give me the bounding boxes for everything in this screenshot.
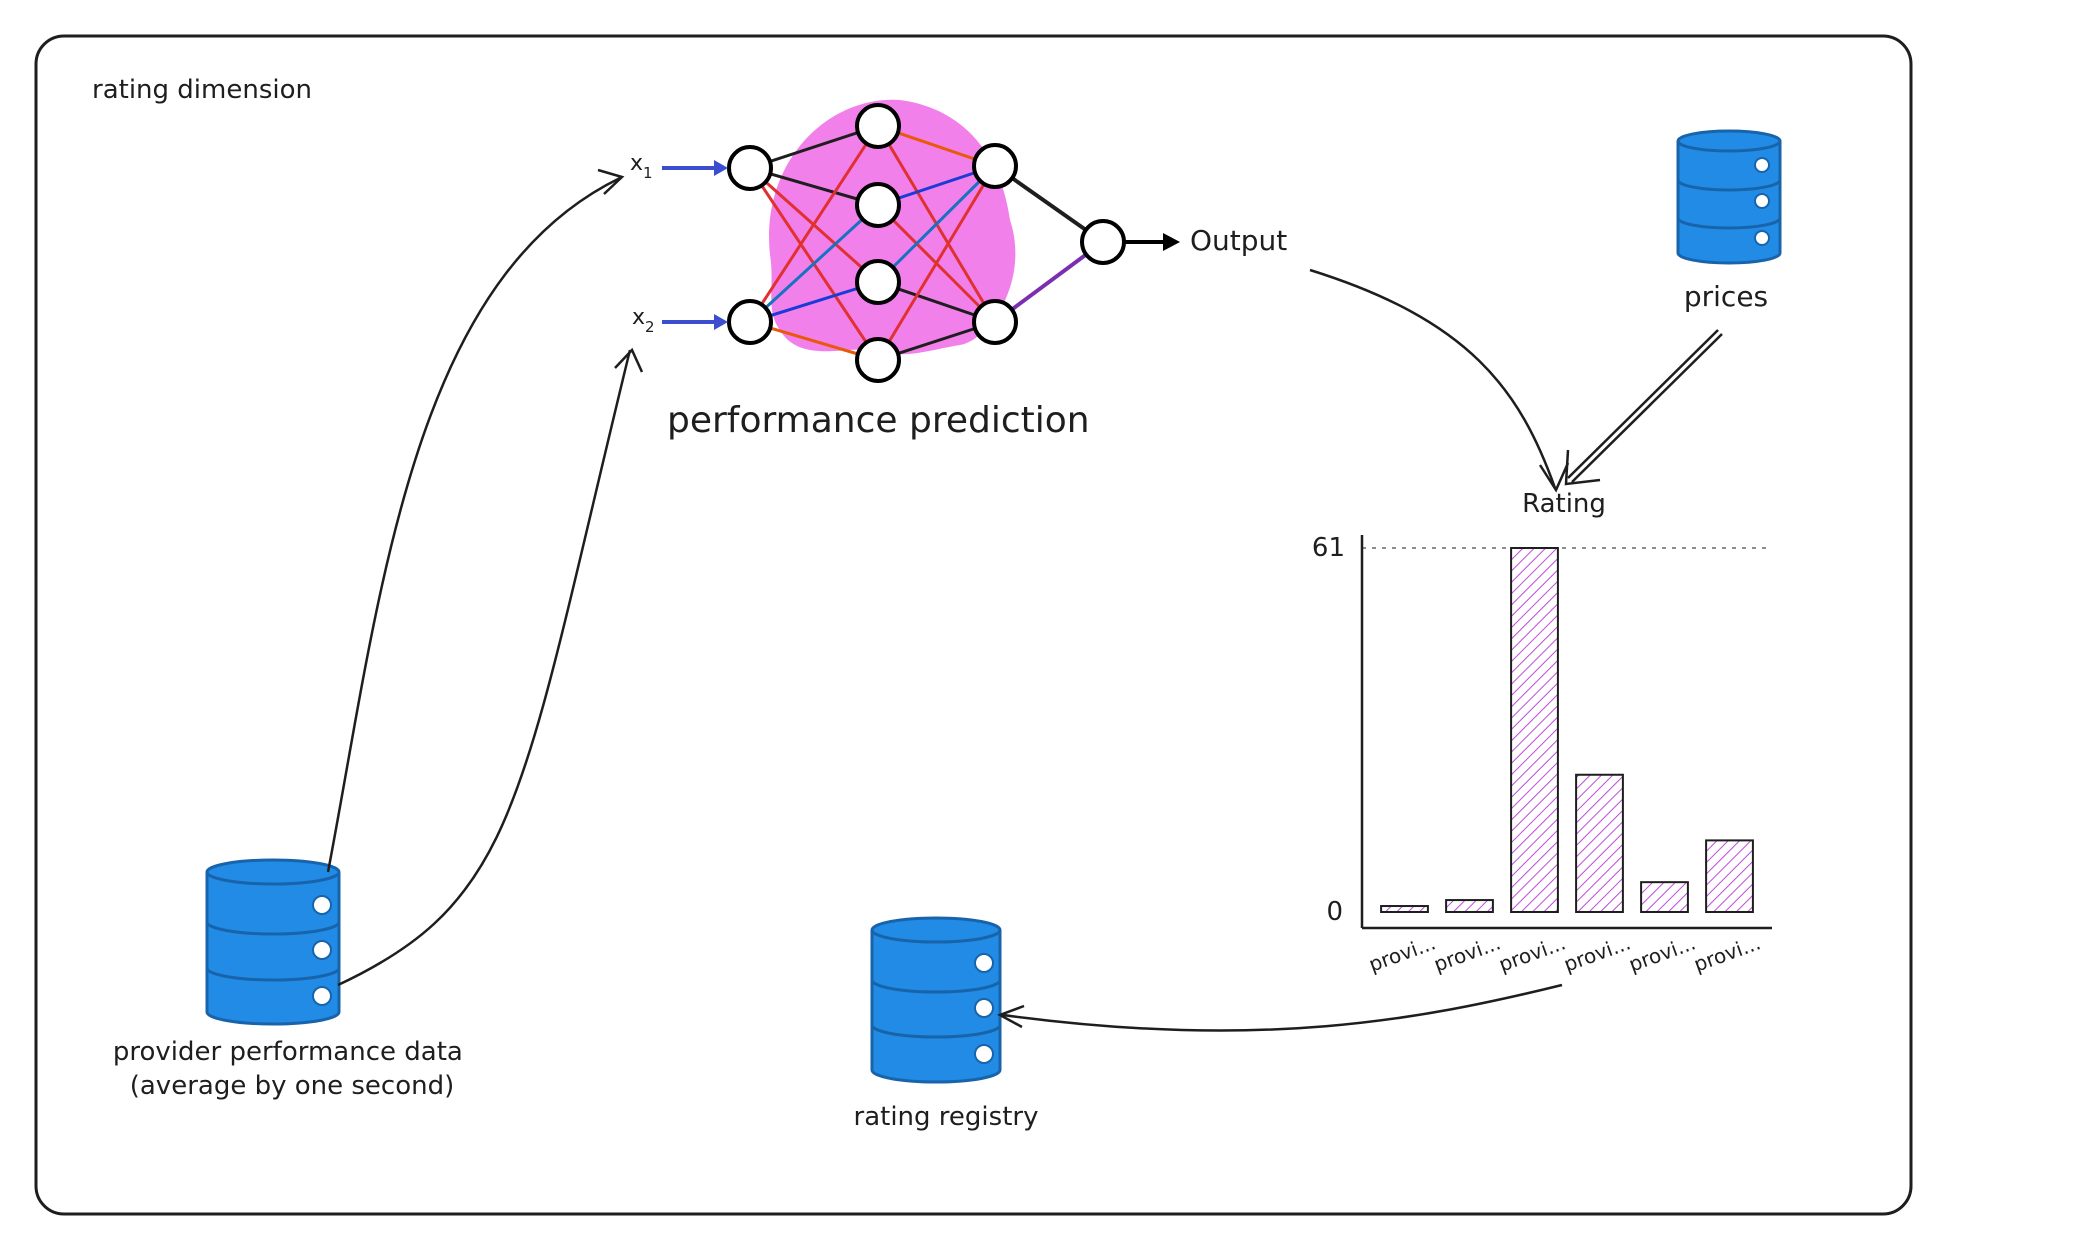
arrow-prices-to-rating <box>1567 329 1719 479</box>
outer-frame <box>34 34 1913 1216</box>
chart-x-tick-2: provi... <box>1430 930 1503 976</box>
nn-caption: performance prediction <box>667 400 1090 441</box>
nn-hidden-node-3 <box>855 259 901 305</box>
nn-hidden-node-1 <box>855 103 901 149</box>
chart-bar-6 <box>1705 839 1754 913</box>
arrow-provider-to-x2 <box>337 349 632 987</box>
provider-db-label: provider performance data (average by on… <box>113 1037 471 1101</box>
nn-input-node-2 <box>727 299 773 345</box>
nn-hidden-node-2 <box>855 182 901 228</box>
arrow-provider-to-x1 <box>326 176 621 873</box>
nn-hidden2-node-2 <box>972 299 1018 345</box>
chart-title: Rating <box>1522 489 1606 519</box>
arrow-output-to-rating <box>1309 268 1557 489</box>
nn-nodes <box>727 103 1126 383</box>
connector-arrows <box>326 168 1723 1032</box>
chart-x-tick-1: provi... <box>1365 930 1438 976</box>
arrow-chart-to-registry <box>1002 983 1563 1032</box>
prices-label: prices <box>1684 280 1768 313</box>
chart-x-tick-6: provi... <box>1690 930 1763 976</box>
nn-input-arrows <box>662 160 728 330</box>
frame-label: rating dimension <box>92 75 312 105</box>
prices-database-icon <box>1676 129 1782 265</box>
chart-bar-1 <box>1380 905 1429 913</box>
chart-bar-5 <box>1640 881 1689 914</box>
rating-registry-database-icon <box>870 916 1002 1084</box>
provider-database-icon <box>205 858 341 1026</box>
nn-input-label-2: x2 <box>632 305 655 336</box>
nn-output-node <box>1080 219 1126 265</box>
y-tick-max: 61 <box>1312 533 1345 563</box>
chart-bar-4 <box>1575 773 1624 913</box>
nn-input-label-1: x1 <box>630 151 653 182</box>
y-tick-zero: 0 <box>1326 897 1343 927</box>
chart-x-tick-4: provi... <box>1560 930 1633 976</box>
nn-output-label: Output <box>1190 224 1287 257</box>
chart-x-tick-3: provi... <box>1495 930 1568 976</box>
chart-x-tick-5: provi... <box>1625 930 1698 976</box>
chart-bar-3 <box>1510 547 1559 913</box>
rating-chart: Rating 61 0 provi...provi...provi...prov… <box>1312 489 1772 977</box>
nn-hidden-node-4 <box>855 337 901 383</box>
chart-bar-2 <box>1445 899 1494 913</box>
nn-input-node-1 <box>727 145 773 191</box>
nn-hidden2-node-1 <box>972 143 1018 189</box>
neural-network: x1 x2 Output performance prediction <box>630 99 1287 441</box>
rating-registry-label: rating registry <box>854 1102 1039 1132</box>
nn-output-arrow <box>1125 233 1180 251</box>
